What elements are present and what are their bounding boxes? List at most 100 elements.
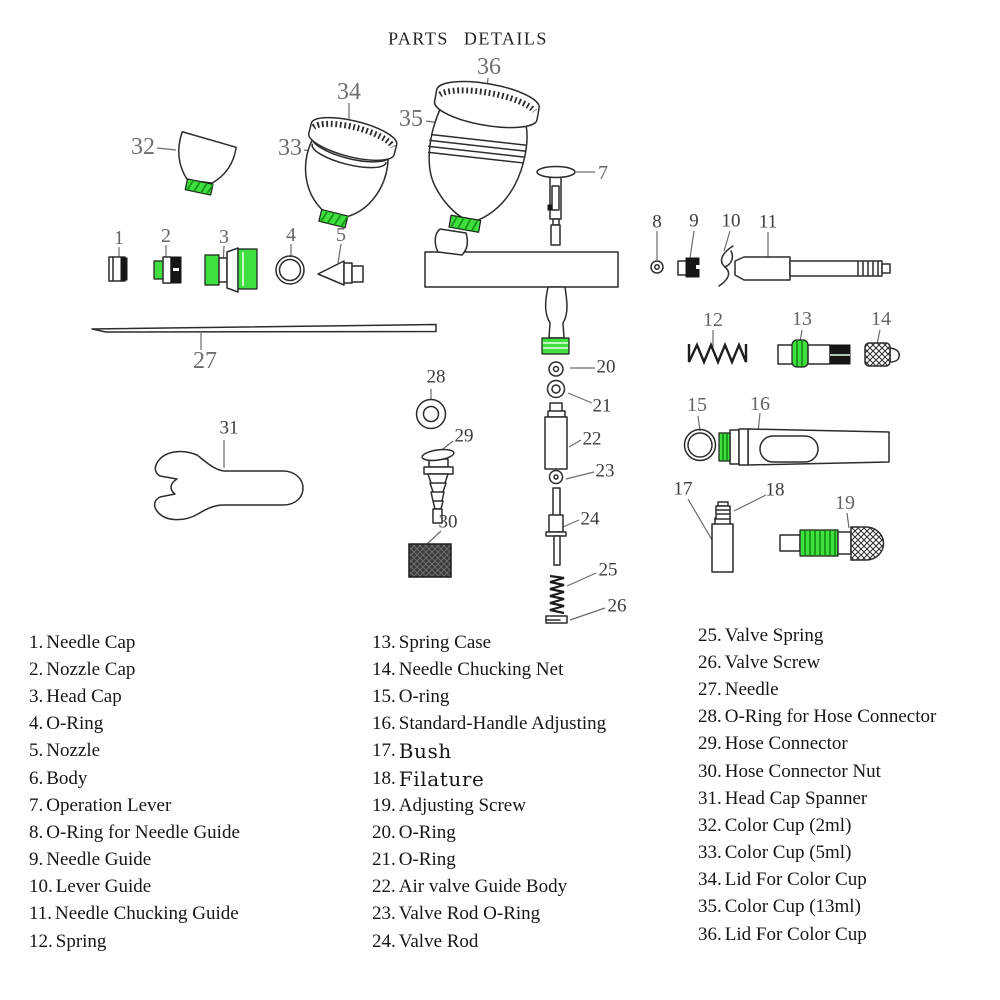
callout-5: 5 bbox=[336, 224, 346, 246]
part-number: 29. bbox=[698, 733, 722, 755]
callout-16: 16 bbox=[750, 393, 770, 415]
parts-list-item-21: 21.O-Ring bbox=[372, 847, 606, 874]
part-name: Needle Chucking Net bbox=[398, 658, 564, 680]
part-25-valve-spring bbox=[549, 574, 565, 615]
callout-29: 29 bbox=[454, 425, 474, 447]
part-name: O-Ring for Needle Guide bbox=[46, 821, 240, 843]
part-number: 25. bbox=[698, 624, 722, 646]
parts-list-item-8: 8.O-Ring for Needle Guide bbox=[29, 819, 240, 846]
part-28-o-ring-hose-connector bbox=[415, 398, 447, 430]
part-29-hose-connector bbox=[421, 448, 455, 524]
callout-36: 36 bbox=[477, 54, 501, 80]
part-number: 10. bbox=[29, 876, 53, 898]
part-name: Spring Case bbox=[398, 631, 492, 653]
parts-list-item-10: 10.Lever Guide bbox=[29, 874, 240, 901]
part-13-spring-case bbox=[777, 339, 851, 368]
part-number: 33. bbox=[698, 842, 722, 864]
parts-list-item-23: 23.Valve Rod O-Ring bbox=[372, 901, 606, 928]
parts-list-item-2: 2.Nozzle Cap bbox=[29, 656, 240, 683]
part-name: Spring bbox=[55, 930, 107, 952]
part-name: O-ring bbox=[398, 685, 450, 707]
part-number: 12. bbox=[29, 930, 53, 952]
part-number: 3. bbox=[29, 685, 44, 707]
callout-35: 35 bbox=[399, 106, 423, 132]
part-number: 19. bbox=[372, 794, 396, 816]
callout-20: 20 bbox=[596, 356, 616, 378]
part-20-o-ring bbox=[548, 361, 564, 377]
parts-list-item-7: 7.Operation Lever bbox=[29, 792, 240, 819]
part-number: 22. bbox=[372, 876, 396, 898]
parts-list-item-34: 34.Lid For Color Cup bbox=[698, 867, 936, 894]
part-number: 18. bbox=[372, 767, 396, 789]
part-name: Bush bbox=[398, 739, 452, 764]
part-name: Lever Guide bbox=[55, 876, 152, 898]
parts-list-item-22: 22.Air valve Guide Body bbox=[372, 874, 606, 901]
part-34-lid-for-color-cup bbox=[308, 116, 398, 162]
callout-2: 2 bbox=[161, 225, 171, 247]
part-11-needle-chucking-guide bbox=[734, 256, 891, 281]
part-name: Air valve Guide Body bbox=[398, 876, 568, 898]
callout-28: 28 bbox=[426, 366, 446, 388]
part-name: Standard-Handle Adjusting bbox=[398, 713, 607, 735]
part-number: 23. bbox=[372, 903, 396, 925]
parts-list-item-30: 30.Hose Connector Nut bbox=[698, 758, 936, 785]
part-16-standard-handle bbox=[718, 428, 890, 466]
part-number: 27. bbox=[698, 678, 722, 700]
part-number: 20. bbox=[372, 821, 396, 843]
part-number: 15. bbox=[372, 685, 396, 707]
parts-list-item-36: 36.Lid For Color Cup bbox=[698, 921, 936, 948]
callout-21: 21 bbox=[592, 395, 612, 417]
part-name: Color Cup (5ml) bbox=[724, 842, 852, 864]
page-title: PARTS DETAILS bbox=[388, 28, 548, 49]
part-number: 4. bbox=[29, 713, 44, 735]
part-name: Needle Guide bbox=[46, 849, 152, 871]
callout-12: 12 bbox=[703, 309, 723, 331]
part-number: 1. bbox=[29, 631, 44, 653]
parts-list-item-14: 14.Needle Chucking Net bbox=[372, 656, 606, 683]
parts-list-item-11: 11.Needle Chucking Guide bbox=[29, 901, 240, 928]
part-32-color-cup-2ml bbox=[178, 131, 237, 196]
part-17-bush bbox=[711, 517, 734, 573]
part-27-needle bbox=[91, 323, 437, 333]
callout-31: 31 bbox=[219, 417, 239, 439]
part-name: Needle Chucking Guide bbox=[55, 903, 239, 925]
part-name: Lid For Color Cup bbox=[724, 869, 867, 891]
part-number: 16. bbox=[372, 713, 396, 735]
part-number: 11. bbox=[29, 903, 53, 925]
part-name: Valve Rod O-Ring bbox=[398, 903, 541, 925]
part-number: 7. bbox=[29, 794, 44, 816]
part-name: Valve Rod bbox=[398, 930, 479, 952]
part-number: 21. bbox=[372, 849, 396, 871]
callout-15: 15 bbox=[687, 394, 707, 416]
part-name: Hose Connector Nut bbox=[724, 760, 881, 782]
callout-8: 8 bbox=[652, 211, 662, 233]
part-number: 17. bbox=[372, 740, 396, 762]
callout-14: 14 bbox=[871, 308, 891, 330]
part-31-head-cap-spanner bbox=[153, 450, 304, 521]
part-33-color-cup-5ml bbox=[304, 116, 398, 229]
callout-11: 11 bbox=[758, 211, 778, 233]
parts-list-item-13: 13.Spring Case bbox=[372, 629, 606, 656]
callout-34: 34 bbox=[337, 79, 361, 105]
part-name: Needle bbox=[724, 678, 779, 700]
parts-list-item-35: 35.Color Cup (13ml) bbox=[698, 894, 936, 921]
part-number: 31. bbox=[698, 787, 722, 809]
part-name: Nozzle bbox=[46, 740, 101, 762]
part-name: Valve Spring bbox=[724, 624, 824, 646]
callout-7: 7 bbox=[598, 162, 608, 184]
part-4-o-ring bbox=[275, 255, 305, 285]
part-name: Head Cap Spanner bbox=[724, 787, 868, 809]
part-24-valve-rod bbox=[545, 487, 567, 566]
callout-30: 30 bbox=[438, 511, 458, 533]
parts-list-item-16: 16.Standard-Handle Adjusting bbox=[372, 711, 606, 738]
part-19-adjusting-screw bbox=[779, 526, 885, 561]
callout-18: 18 bbox=[765, 479, 785, 501]
parts-list-item-18: 18.Filature bbox=[372, 765, 606, 792]
part-name: Nozzle Cap bbox=[46, 658, 136, 680]
part-number: 32. bbox=[698, 814, 722, 836]
callout-25: 25 bbox=[598, 559, 618, 581]
part-21-o-ring bbox=[546, 379, 566, 399]
